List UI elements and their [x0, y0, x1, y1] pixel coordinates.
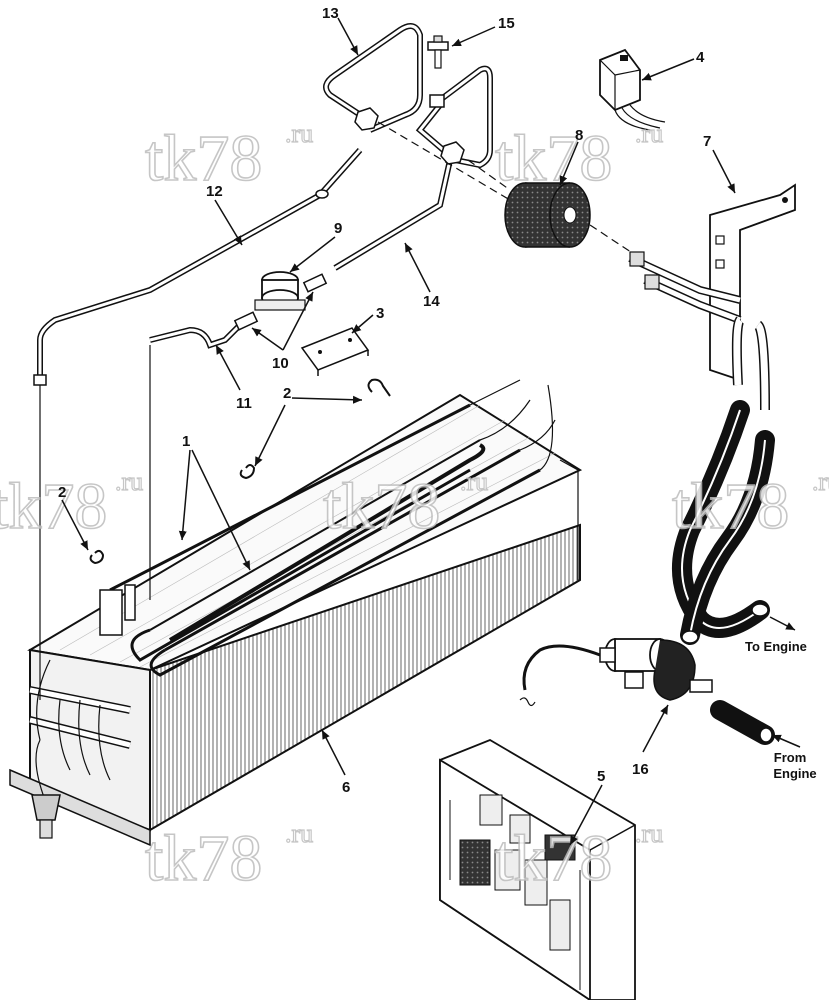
- tube-13: [323, 23, 493, 169]
- alignment-lines: [377, 121, 641, 259]
- watermark-sub: .ru: [635, 119, 663, 148]
- watermark-sub: .ru: [115, 467, 143, 496]
- callout-1: 1: [182, 433, 190, 450]
- retaining-clips: [89, 378, 391, 565]
- coolant-pump: [519, 638, 713, 707]
- watermark-text: tk78: [495, 122, 612, 195]
- from-engine-label-2: Engine: [773, 766, 816, 781]
- callout-2: 2: [283, 385, 291, 402]
- bleeder-valve: [427, 35, 449, 69]
- callout-7: 7: [703, 133, 711, 150]
- callout-10: 10: [272, 355, 289, 372]
- control-box: [439, 739, 636, 1000]
- callout-9: 9: [334, 220, 342, 237]
- mounting-bracket: [628, 183, 796, 411]
- callout-11: 11: [236, 395, 252, 412]
- watermark-text: tk78: [672, 470, 789, 543]
- callout-16: 16: [632, 761, 649, 778]
- watermark-text: tk78: [0, 470, 107, 543]
- foam-filter: [504, 182, 591, 248]
- callout-4: 4: [696, 49, 705, 66]
- callout-6: 6: [342, 779, 350, 796]
- callout-labels: 1 2 2 3 4 5 6 7 8 9 10 11 12 13 14 15 16: [58, 5, 711, 796]
- core-manifold: [29, 584, 136, 839]
- callout-3: 3: [376, 305, 384, 322]
- leader-arrows: [61, 17, 801, 846]
- tube-14: [333, 159, 453, 271]
- watermark-sub: .ru: [285, 119, 313, 148]
- watermark-text: tk78: [145, 822, 262, 895]
- watermark-sub: .ru: [812, 467, 829, 496]
- callout-5: 5: [597, 768, 605, 785]
- solenoid-valve: [254, 271, 306, 311]
- thermostat-switch: [599, 48, 666, 131]
- watermarks: tk78 .ru tk78 .ru tk78 .ru tk78 .ru tk78…: [0, 118, 829, 895]
- coolant-hoses: [672, 400, 775, 745]
- tube-12: [33, 148, 363, 700]
- watermark-sub: .ru: [285, 819, 313, 848]
- from-engine-label-1: From: [774, 750, 807, 765]
- watermark-sub: .ru: [635, 819, 663, 848]
- watermark-sub: .ru: [460, 467, 488, 496]
- element-bracket: [300, 327, 370, 376]
- callout-2b: 2: [58, 484, 66, 501]
- callout-13: 13: [322, 5, 339, 22]
- callout-8: 8: [575, 127, 583, 144]
- callout-15: 15: [498, 15, 515, 32]
- callout-12: 12: [206, 183, 223, 200]
- to-engine-label: To Engine: [745, 639, 807, 654]
- tube-11: [149, 322, 243, 600]
- watermark-text: tk78: [323, 470, 440, 543]
- watermark-text: tk78: [145, 122, 262, 195]
- flow-captions: To Engine From Engine: [745, 639, 817, 781]
- watermark-text: tk78: [495, 822, 612, 895]
- heating-elements: [109, 379, 556, 677]
- callout-14: 14: [423, 293, 440, 310]
- fittings: [233, 273, 328, 331]
